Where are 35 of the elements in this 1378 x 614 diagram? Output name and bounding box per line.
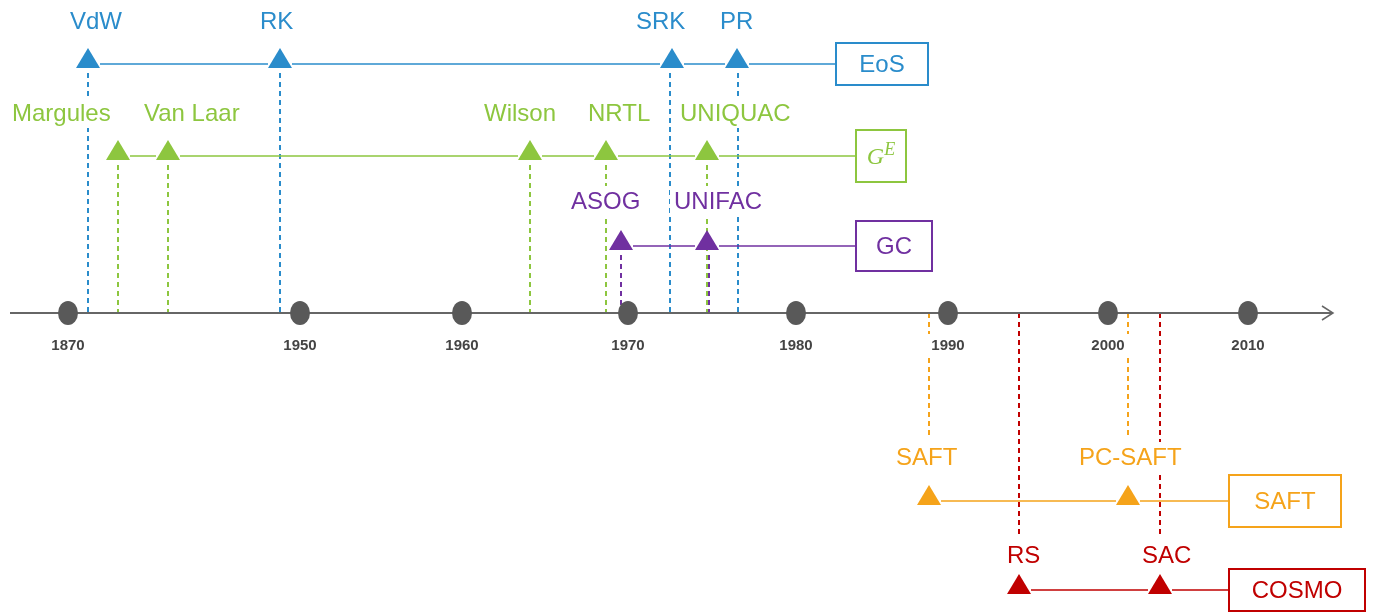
- timeline-line: [718, 155, 856, 157]
- triangle-marker: [917, 485, 941, 505]
- triangle-marker: [1116, 485, 1140, 505]
- triangle-marker: [609, 230, 633, 250]
- timeline-line: [1171, 589, 1229, 591]
- triangle-marker: [1007, 574, 1031, 594]
- timeline-line: [129, 155, 157, 157]
- triangle-marker: [695, 230, 719, 250]
- category-box: COSMO: [1228, 568, 1366, 612]
- category-box: G$^{E}$: [855, 129, 907, 183]
- timeline-line: [291, 63, 661, 65]
- category-box: EoS: [835, 42, 929, 86]
- category-box: GC: [855, 220, 933, 272]
- triangle-marker: [1148, 574, 1172, 594]
- timeline-line: [632, 245, 696, 247]
- timeline-line: [683, 63, 726, 65]
- timeline-line: [718, 245, 856, 247]
- triangle-marker: [725, 48, 749, 68]
- triangle-marker: [594, 140, 618, 160]
- timeline-line: [617, 155, 696, 157]
- triangle-marker: [76, 48, 100, 68]
- timeline-line: [179, 155, 519, 157]
- triangle-marker: [268, 48, 292, 68]
- timeline-line: [99, 63, 269, 65]
- category-box: SAFT: [1228, 474, 1342, 528]
- triangle-marker: [660, 48, 684, 68]
- triangle-marker: [156, 140, 180, 160]
- timeline-line: [1030, 589, 1149, 591]
- triangle-marker: [106, 140, 130, 160]
- triangle-marker: [695, 140, 719, 160]
- timeline-line: [748, 63, 836, 65]
- timeline-line: [940, 500, 1117, 502]
- timeline-line: [1139, 500, 1229, 502]
- timeline-line: [541, 155, 595, 157]
- triangle-marker: [518, 140, 542, 160]
